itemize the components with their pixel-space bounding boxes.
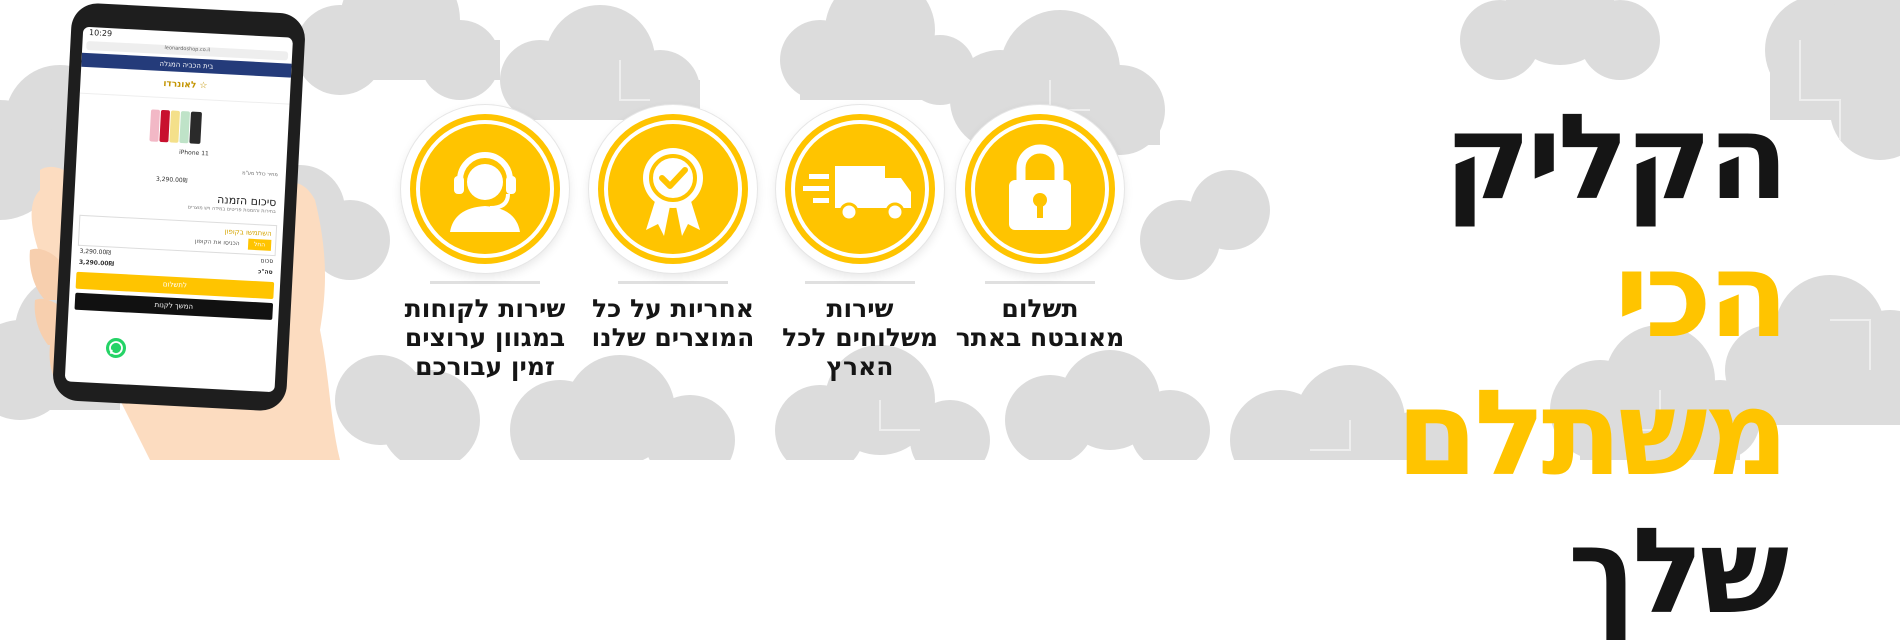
product-note: מחיר כולל מע"מ <box>241 170 278 179</box>
product-name: iPhone 11 <box>178 148 209 158</box>
feature-warranty-text: אחריות על כל המוצרים שלנו <box>591 294 755 352</box>
feature-secure-payment-text: תשלום מאובטח באתר <box>955 294 1125 352</box>
apply-coupon-button[interactable]: החל <box>247 238 272 251</box>
whatsapp-icon[interactable] <box>103 335 129 361</box>
subtotal-value: 3,290.00₪ <box>79 247 112 257</box>
total-value: 3,290.00₪ <box>78 258 115 268</box>
delivery-truck-icon <box>776 105 944 273</box>
coupon-input[interactable]: הכניסו את הקופון <box>194 237 240 248</box>
feature-customer-service: שירות לקוחות במגוון ערוצים זמין עבורכם <box>390 105 580 381</box>
headline-word-yours: שלך <box>1567 502 1789 640</box>
headline-line-1: הקליק הכי <box>1285 88 1789 364</box>
subtotal-label: סכום <box>260 257 274 266</box>
coupon-label: השתמשו בקופון <box>224 227 272 238</box>
total-label: סה"כ <box>257 268 273 276</box>
headline-word-click: הקליק <box>1444 88 1789 226</box>
product-image <box>149 109 202 144</box>
phone-screen: 10:29 leonardoshop.co.il בית הכביה המגלה… <box>64 26 294 393</box>
headline-word-most: הכי <box>1614 226 1789 364</box>
headline-word-worthwhile: משתלם <box>1395 364 1789 502</box>
lock-icon <box>956 105 1124 273</box>
cart-product: iPhone 11 מחיר כולל מע"מ 3,290.00₪ <box>75 94 289 193</box>
warranty-badge-icon <box>589 105 757 273</box>
feature-warranty: אחריות על כל המוצרים שלנו <box>578 105 768 352</box>
feature-shipping: שירות משלוחים לכל הארץ <box>765 105 955 381</box>
product-price: 3,290.00₪ <box>155 175 188 185</box>
phone-mockup: 10:29 leonardoshop.co.il בית הכביה המגלה… <box>51 2 307 412</box>
headline-line-2: משתלם שלך <box>1285 364 1789 640</box>
feature-shipping-text: שירות משלוחים לכל הארץ <box>782 294 938 381</box>
feature-customer-service-text: שירות לקוחות במגוון ערוצים זמין עבורכם <box>404 294 566 381</box>
feature-secure-payment: תשלום מאובטח באתר <box>945 105 1135 352</box>
customer-service-headset-icon <box>401 105 569 273</box>
headline: הקליק הכי משתלם שלך <box>1285 88 1789 640</box>
